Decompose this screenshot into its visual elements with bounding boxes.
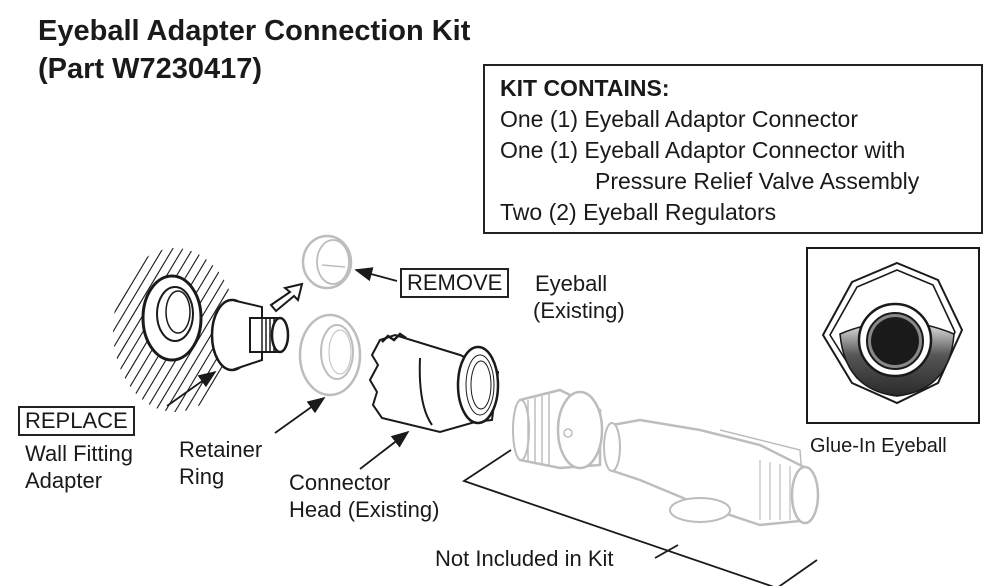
- eyeball-adaptor-connector-icon: [512, 388, 604, 470]
- eyeball-icon: [301, 234, 353, 290]
- wall-fitting-label: Wall Fitting: [25, 441, 133, 466]
- direction-arrow-icon: [269, 282, 304, 313]
- eyeball-existing-label: (Existing): [533, 298, 625, 323]
- remove-tag: REMOVE: [400, 268, 510, 298]
- ring-label: Ring: [179, 464, 225, 489]
- kit-item: Two (2) Eyeball Regulators: [500, 199, 777, 225]
- wall-fitting-adapter-icon: [210, 298, 290, 372]
- not-included-leader: [654, 544, 679, 559]
- connector-head-existing-label: Head (Existing): [289, 497, 440, 522]
- eyeball-label: Eyeball: [535, 271, 608, 296]
- adapter-label: Adapter: [25, 468, 103, 493]
- not-included-label: Not Included in Kit: [435, 546, 614, 571]
- wall-fitting-icon: [141, 274, 203, 362]
- page-title: Eyeball Adapter Connection Kit: [38, 15, 471, 47]
- pressure-relief-valve-icon: [603, 418, 820, 527]
- retainer-ring-icon: [298, 313, 362, 397]
- kit-contents-heading: KIT CONTAINS:: [500, 75, 670, 101]
- glue-in-eyeball-icon: [821, 261, 964, 405]
- kit-item-continued: Pressure Relief Valve Assembly: [595, 168, 920, 194]
- replace-tag: REPLACE: [18, 406, 135, 436]
- kit-contents-box: KIT CONTAINS: One (1) Eyeball Adaptor Co…: [483, 64, 983, 234]
- leader-lines: [166, 267, 410, 470]
- part-number: (Part W7230417): [38, 53, 263, 85]
- inset-caption: Glue-In Eyeball: [810, 435, 947, 457]
- kit-item: One (1) Eyeball Adaptor Connector with: [500, 137, 906, 163]
- retainer-label: Retainer: [179, 437, 263, 462]
- connector-head-icon: [368, 332, 500, 434]
- not-included-bracket: [461, 449, 818, 586]
- kit-item: One (1) Eyeball Adaptor Connector: [500, 106, 858, 132]
- connector-label: Connector: [289, 470, 391, 495]
